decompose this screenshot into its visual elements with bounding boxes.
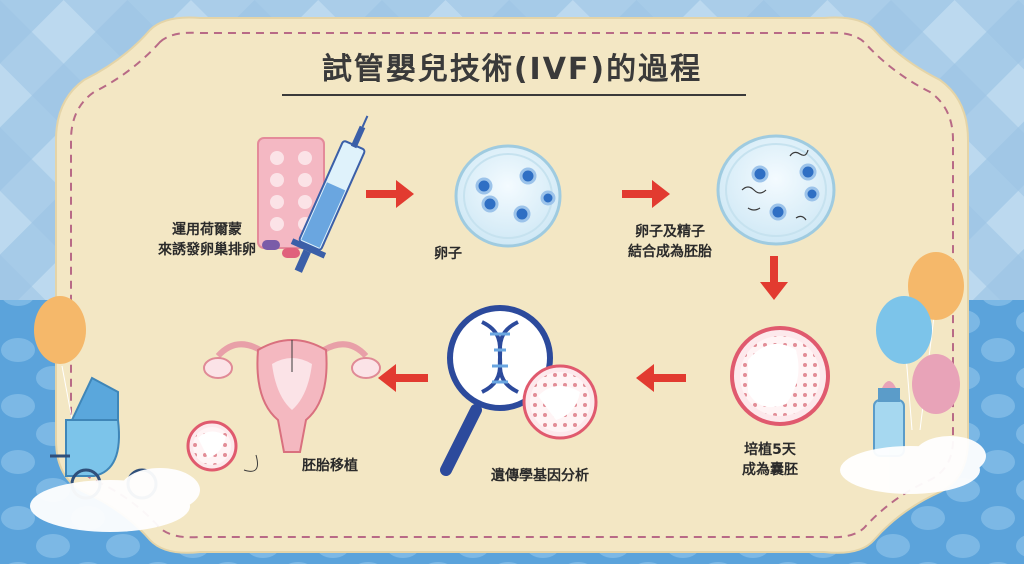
panel-dashed-border [70, 31, 954, 539]
clouds [30, 436, 986, 532]
arrow-step3-to-step4 [760, 256, 788, 300]
step-2-label: 卵子 [418, 244, 478, 264]
step-1-line-1: 運用荷爾蒙 [172, 222, 242, 238]
step-5-label: 遺傳學基因分析 [470, 466, 610, 486]
arrow-step2-to-step3 [622, 180, 670, 208]
dna-magnifier-icon [440, 305, 598, 476]
step-4-line-2: 成為囊胚 [742, 462, 798, 478]
page-title: 試管嬰兒技術(IVF)的過程 [321, 52, 703, 87]
arrow-step1-to-step2 [366, 180, 414, 208]
step-1-label: 運用荷爾蒙 來誘發卵巢排卵 [142, 220, 272, 260]
process-arrows [366, 180, 788, 392]
step-2-line-1: 卵子 [434, 246, 462, 262]
baby-bottle-icon [873, 381, 905, 457]
step-3-line-1: 卵子及精子 [635, 224, 705, 240]
uterus-icon [186, 339, 381, 472]
step-6-line-1: 胚胎移植 [302, 458, 358, 474]
blastocyst-icon [730, 326, 830, 426]
petri-dish-eggs-icon [454, 144, 562, 248]
step-4-label: 培植5天 成為囊胚 [720, 440, 820, 480]
step-1-line-2: 來誘發卵巢排卵 [158, 242, 256, 258]
arrow-step4-to-step5 [636, 364, 686, 392]
petri-dish-sperm-eggs-icon [716, 134, 836, 246]
step-5-line-1: 遺傳學基因分析 [491, 468, 589, 484]
step-3-line-2: 結合成為胚胎 [628, 244, 712, 260]
step-4-line-1: 培植5天 [744, 442, 796, 458]
step-3-label: 卵子及精子 結合成為胚胎 [610, 222, 730, 262]
balloons-right-icon [876, 252, 964, 431]
arrow-step5-to-step6 [378, 364, 428, 392]
step-6-label: 胚胎移植 [280, 456, 380, 476]
hormone-pills-syringe-icon [257, 115, 369, 273]
